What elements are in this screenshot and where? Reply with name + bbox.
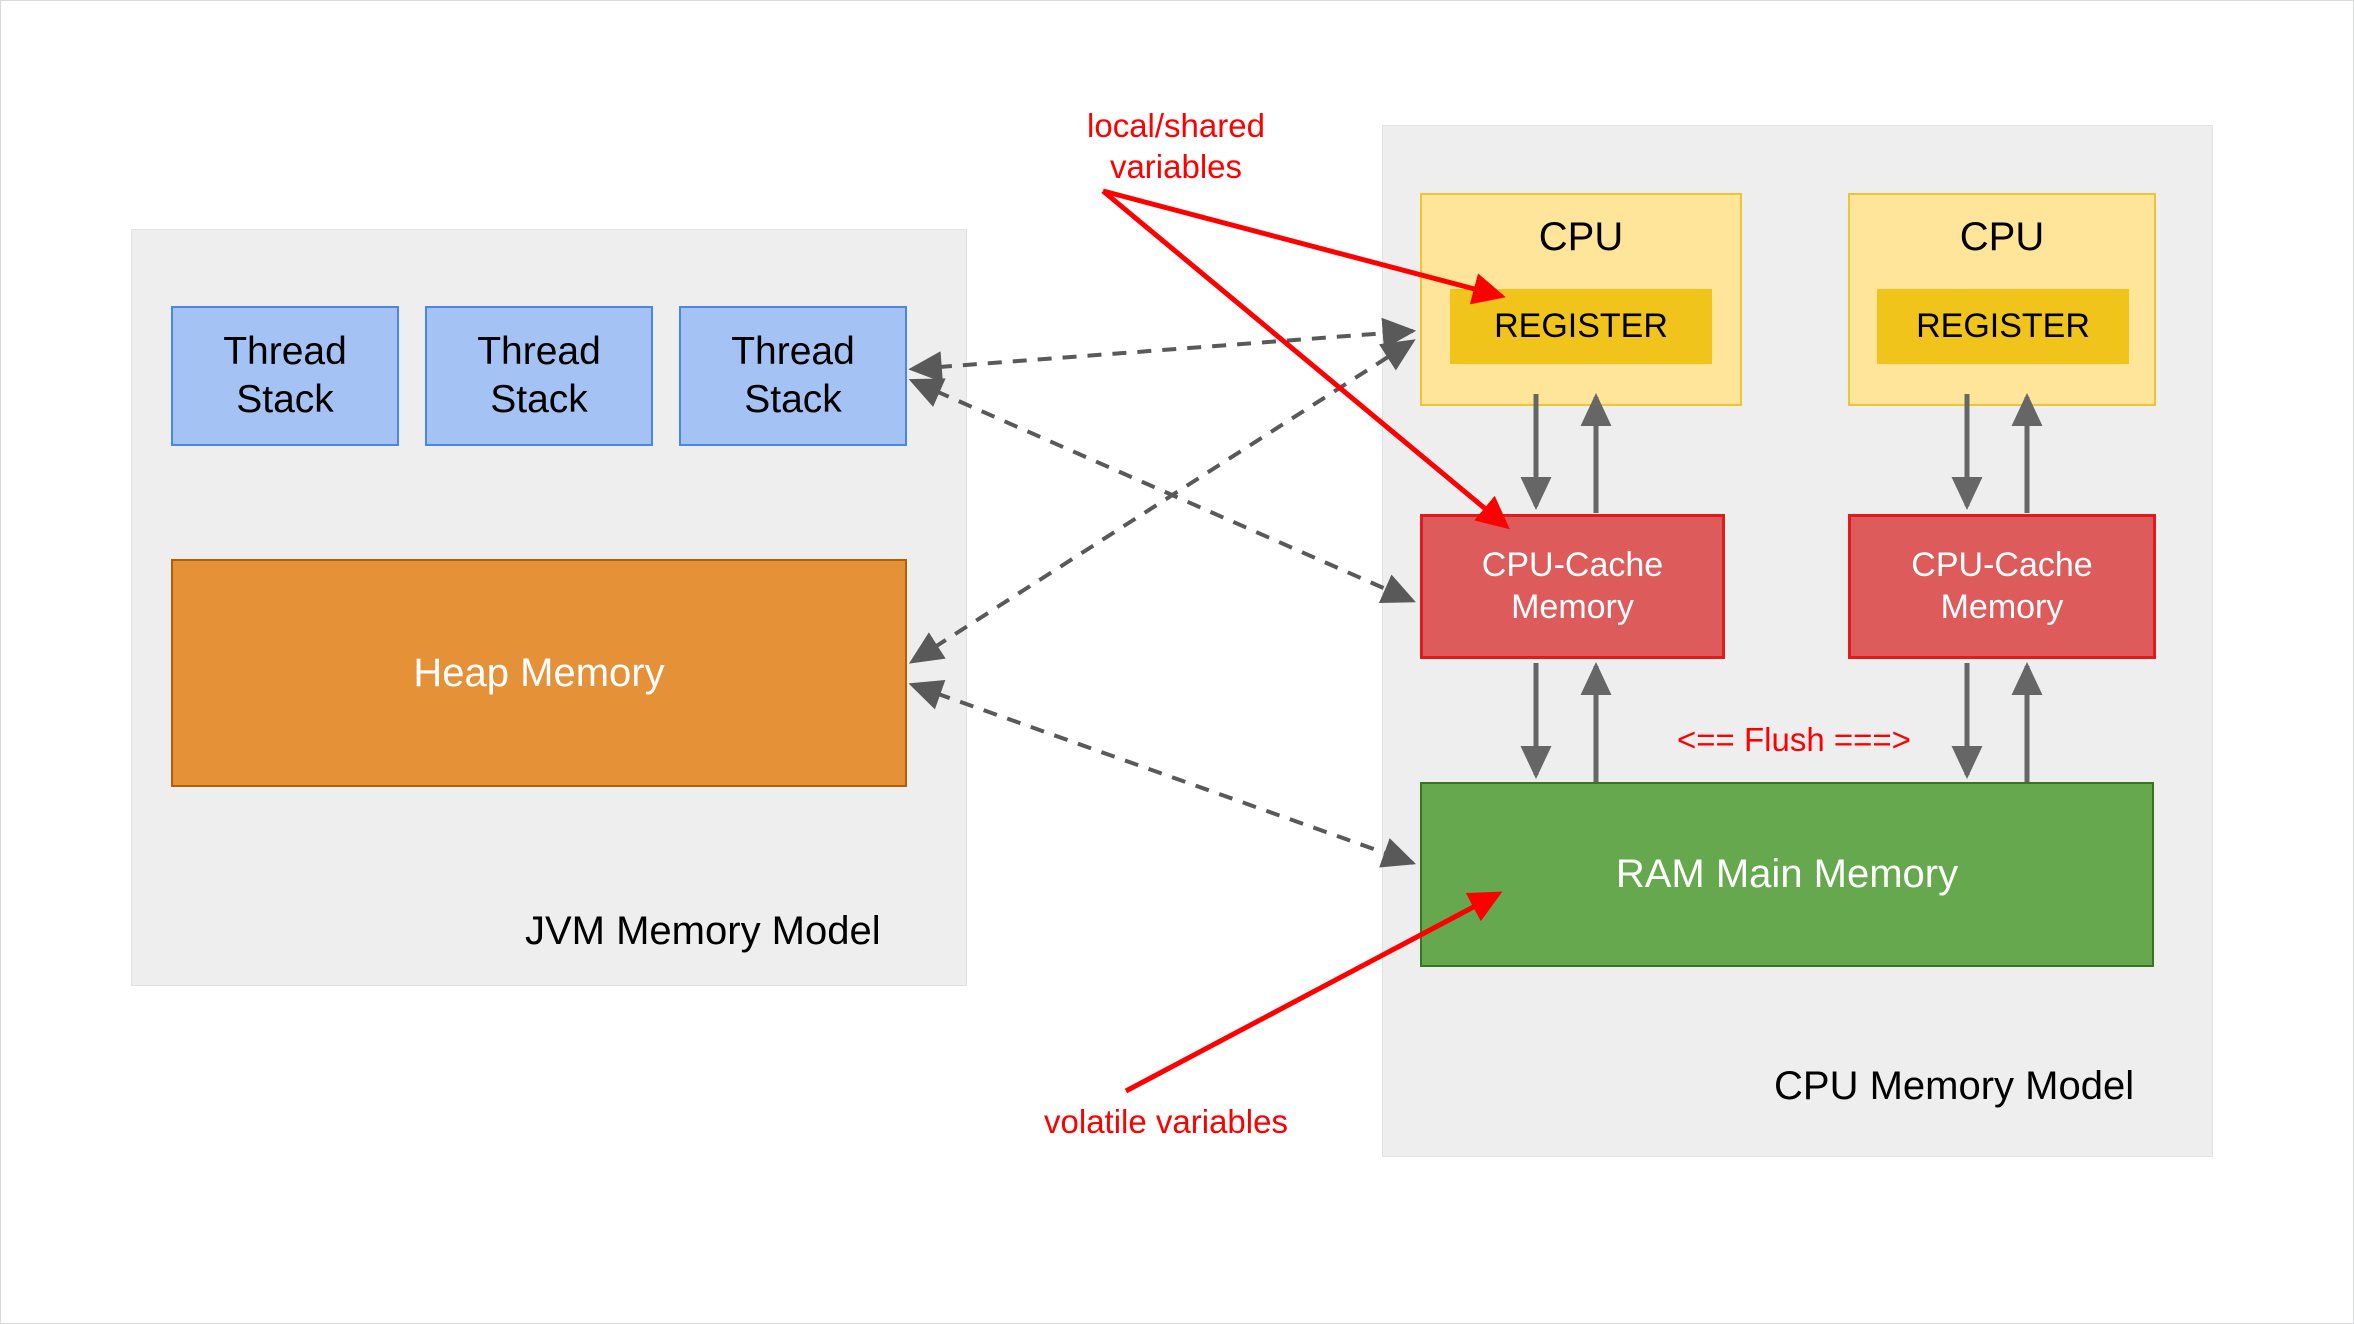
- heap-memory-box: Heap Memory: [171, 559, 907, 787]
- cpu-panel-title: CPU Memory Model: [1774, 1064, 2135, 1108]
- cpu-label-1: CPU: [1538, 215, 1624, 259]
- flush-label: <== Flush ===>: [1677, 721, 1911, 758]
- dashed-connector-heap-register: [908, 339, 1416, 664]
- annotation-local-shared-variables: local/shared variables: [1087, 107, 1265, 186]
- dashed-connector-threadstack-cache: [908, 378, 1416, 604]
- jvm-panel-title: JVM Memory Model: [525, 909, 881, 953]
- annotation-volatile-variables: volatile variables: [1044, 1103, 1288, 1140]
- register-box-1: REGISTER: [1450, 289, 1712, 364]
- dashed-connector-heap-ram: [908, 679, 1417, 868]
- register-box-2: REGISTER: [1877, 289, 2129, 364]
- dashed-connector-threadstack-register: [908, 317, 1417, 383]
- register-label-1: REGISTER: [1494, 306, 1668, 345]
- ram-main-memory-box: RAM Main Memory: [1420, 782, 2154, 967]
- ram-main-memory-label: RAM Main Memory: [1615, 852, 1959, 897]
- cpu-label-2: CPU: [1959, 215, 2045, 259]
- heap-memory-label: Heap Memory: [413, 650, 665, 695]
- register-label-2: REGISTER: [1916, 306, 2090, 345]
